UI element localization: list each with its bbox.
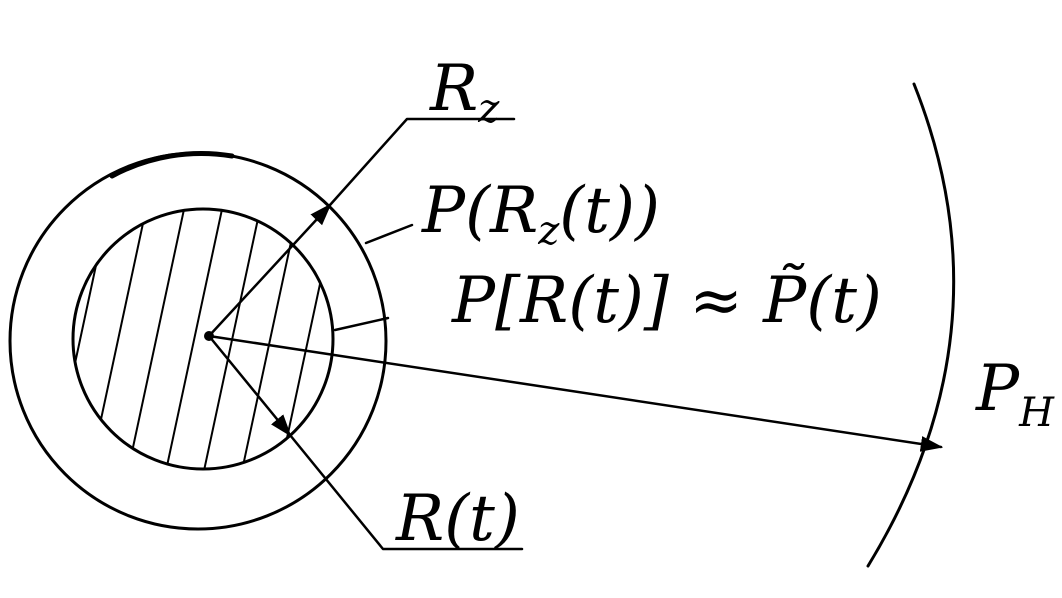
rz-leader — [328, 117, 516, 207]
boundary-arc — [866, 82, 956, 568]
p-rt-leader — [333, 316, 390, 332]
p-rz-leader — [364, 223, 414, 245]
label-p-rt: P[R(t)] ≈ P̃(t) — [451, 263, 882, 338]
label-p-rz-close: (t)) — [559, 174, 660, 248]
ph-arrow — [207, 334, 944, 452]
svg-text:PH: PH — [975, 352, 1055, 436]
label-rz-subscript: z — [477, 86, 500, 132]
label-p-rz: P(R — [421, 174, 538, 248]
inner-circle — [71, 207, 335, 471]
rt-leader — [288, 433, 524, 551]
svg-text:Rz: Rz — [429, 52, 500, 132]
outer-circle-thick-arc — [109, 150, 235, 179]
label-r-t: R(t) — [395, 482, 520, 556]
label-p-rz-subscript: z — [537, 208, 560, 254]
rt-arrow — [207, 334, 292, 437]
label-rz: R — [429, 52, 478, 126]
label-p-h: P — [975, 352, 1020, 426]
rz-arrow — [207, 203, 332, 338]
label-p-h-subscript: H — [1018, 390, 1055, 436]
svg-text:P(Rz(t)): P(Rz(t)) — [421, 174, 660, 254]
